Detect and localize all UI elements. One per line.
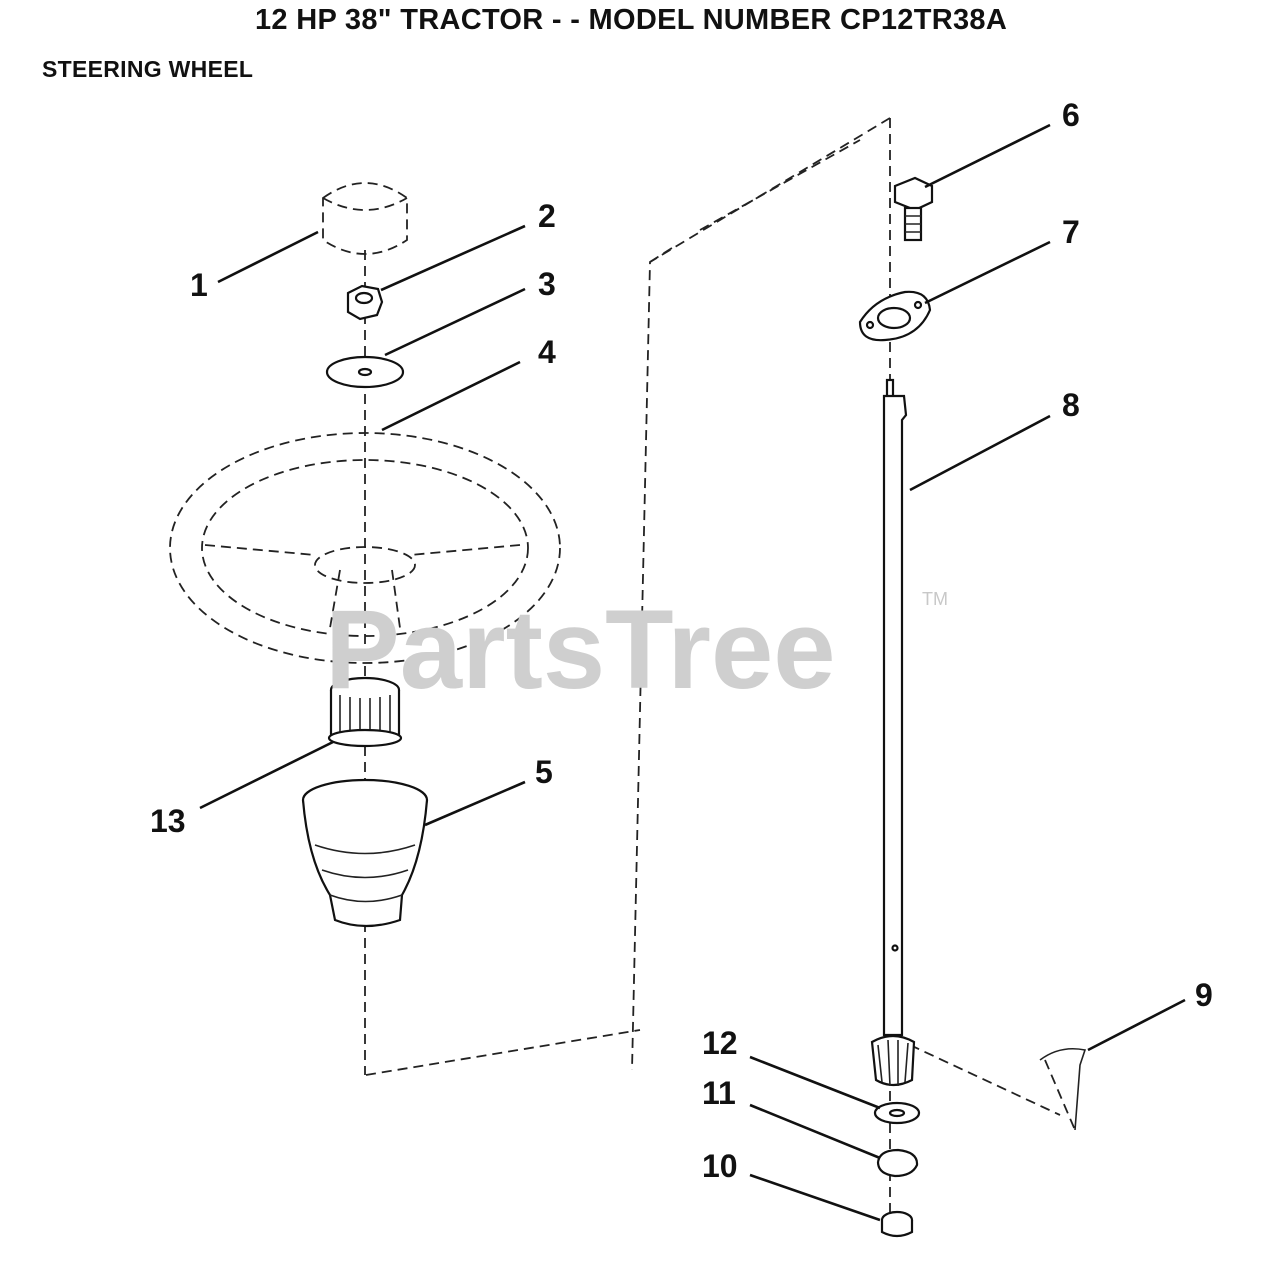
part-steering-wheel[interactable] <box>169 432 561 664</box>
callout-5: 5 <box>535 754 553 790</box>
callout-1: 1 <box>190 267 208 303</box>
part-flange-bearing[interactable] <box>858 290 932 342</box>
callout-8: 8 <box>1062 387 1080 423</box>
callout-2: 2 <box>538 198 556 234</box>
callout-6: 6 <box>1062 97 1080 133</box>
callout-4: 4 <box>538 334 556 370</box>
part-retaining-ring[interactable] <box>876 1148 919 1178</box>
part-pinion-gear[interactable] <box>870 1034 916 1087</box>
part-bracket <box>1039 1047 1087 1131</box>
callout-9: 9 <box>1195 977 1213 1013</box>
leader-lines <box>199 123 1186 1222</box>
frame-outline <box>365 117 1061 1116</box>
part-washer[interactable] <box>325 355 405 389</box>
diagram-title: 12 HP 38" TRACTOR - - MODEL NUMBER CP12T… <box>255 4 1008 36</box>
part-cap <box>322 182 408 255</box>
partstree-watermark: PartsTree <box>325 587 836 712</box>
part-hub[interactable] <box>327 676 403 748</box>
part-nut[interactable] <box>346 284 384 321</box>
part-steering-shaft[interactable] <box>882 378 908 1037</box>
trademark-symbol: TM <box>922 589 948 609</box>
callout-11: 11 <box>702 1075 736 1111</box>
part-boot[interactable] <box>301 778 429 928</box>
callout-3: 3 <box>538 266 556 302</box>
callout-12: 12 <box>702 1025 738 1061</box>
part-bushing[interactable] <box>880 1210 914 1238</box>
part-bolt[interactable] <box>893 176 934 242</box>
part-washer-small[interactable] <box>873 1101 921 1125</box>
callout-10: 10 <box>702 1148 738 1184</box>
diagram-subtitle: STEERING WHEEL <box>42 56 254 82</box>
callout-7: 7 <box>1062 214 1080 250</box>
callout-13: 13 <box>150 803 186 839</box>
